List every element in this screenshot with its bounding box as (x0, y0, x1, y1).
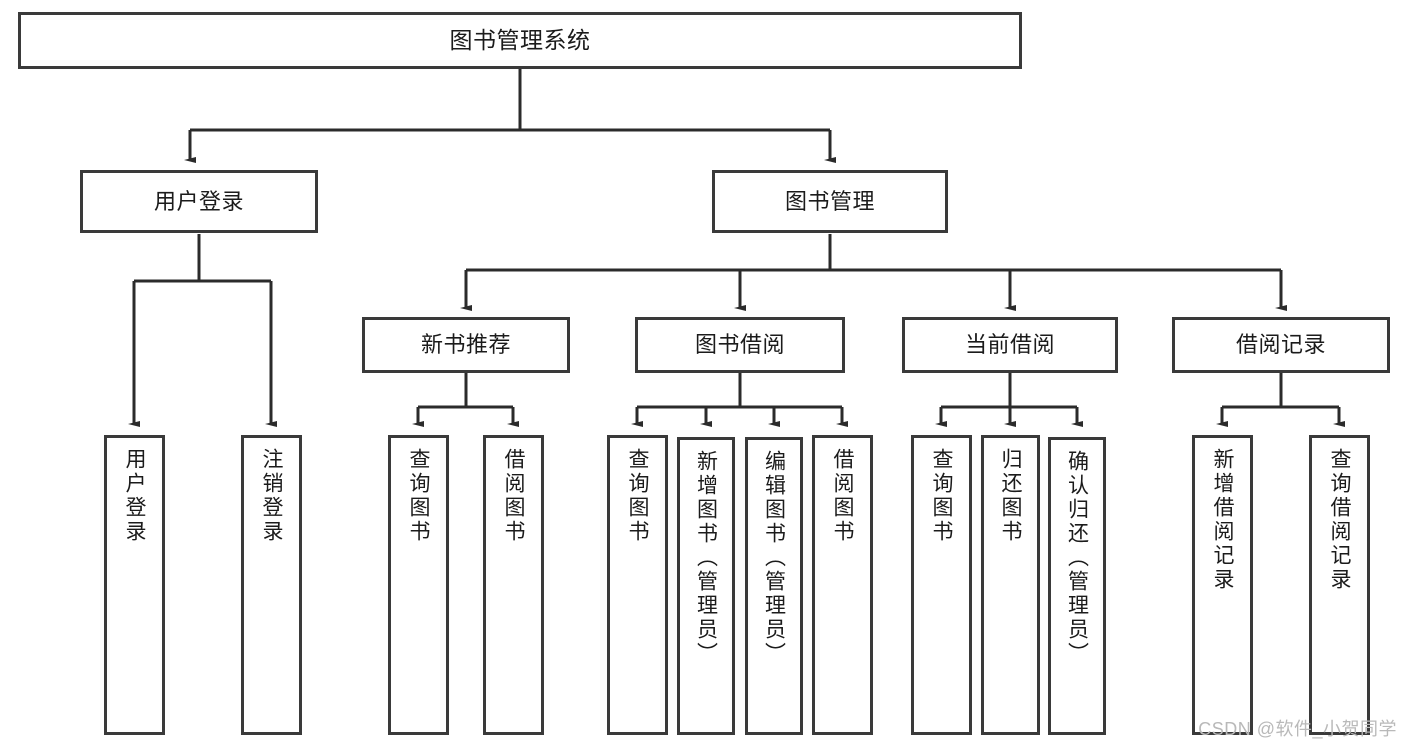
node-label: 查询图书 (407, 448, 430, 544)
leaf-logout-login[interactable]: 注销登录 (241, 435, 302, 735)
node-label: 图书借阅 (694, 332, 785, 358)
node-label: 新增借阅记录 (1211, 448, 1234, 592)
node-label: 当前借阅 (964, 332, 1055, 358)
node-label: 图书管理系统 (449, 26, 591, 53)
node-label: 借阅记录 (1235, 332, 1326, 358)
node-book-manage[interactable]: 图书管理 (712, 170, 948, 233)
node-borrow-record[interactable]: 借阅记录 (1172, 317, 1390, 373)
leaf-confirm-return-admin[interactable]: 确认归还（管理员） (1048, 437, 1106, 735)
node-book-borrow[interactable]: 图书借阅 (635, 317, 845, 373)
leaf-borrow-book-borrow[interactable]: 借阅图书 (812, 435, 873, 735)
node-label: 注销登录 (260, 448, 283, 544)
leaf-add-book-admin[interactable]: 新增图书（管理员） (677, 437, 735, 735)
leaf-query-book-current[interactable]: 查询图书 (911, 435, 972, 735)
node-label: 借阅图书 (502, 448, 525, 544)
node-label: 新增图书（管理员） (694, 450, 718, 666)
watermark-text: CSDN @软件_小贺同学 (1198, 719, 1397, 739)
node-root-system[interactable]: 图书管理系统 (18, 12, 1022, 69)
leaf-add-borrow-record[interactable]: 新增借阅记录 (1192, 435, 1253, 735)
leaf-return-book[interactable]: 归还图书 (981, 435, 1040, 735)
node-current-borrow[interactable]: 当前借阅 (902, 317, 1118, 373)
node-label: 确认归还（管理员） (1065, 450, 1089, 666)
node-label: 用户登录 (153, 188, 244, 214)
node-label: 新书推荐 (420, 332, 511, 358)
leaf-user-login[interactable]: 用户登录 (104, 435, 165, 735)
node-label: 图书管理 (784, 188, 875, 214)
node-label: 归还图书 (999, 448, 1022, 544)
leaf-query-book-recommendation[interactable]: 查询图书 (388, 435, 449, 735)
node-label: 用户登录 (123, 448, 146, 544)
leaf-borrow-book-recommendation[interactable]: 借阅图书 (483, 435, 544, 735)
node-label: 查询借阅记录 (1328, 448, 1351, 592)
node-label: 查询图书 (930, 448, 953, 544)
leaf-query-borrow-record[interactable]: 查询借阅记录 (1309, 435, 1370, 735)
node-label: 借阅图书 (831, 448, 854, 544)
leaf-edit-book-admin[interactable]: 编辑图书（管理员） (745, 437, 803, 735)
leaf-query-book-borrow[interactable]: 查询图书 (607, 435, 668, 735)
node-new-book-recommendation[interactable]: 新书推荐 (362, 317, 570, 373)
node-label: 编辑图书（管理员） (762, 450, 786, 666)
node-label: 查询图书 (626, 448, 649, 544)
node-user-login[interactable]: 用户登录 (80, 170, 318, 233)
